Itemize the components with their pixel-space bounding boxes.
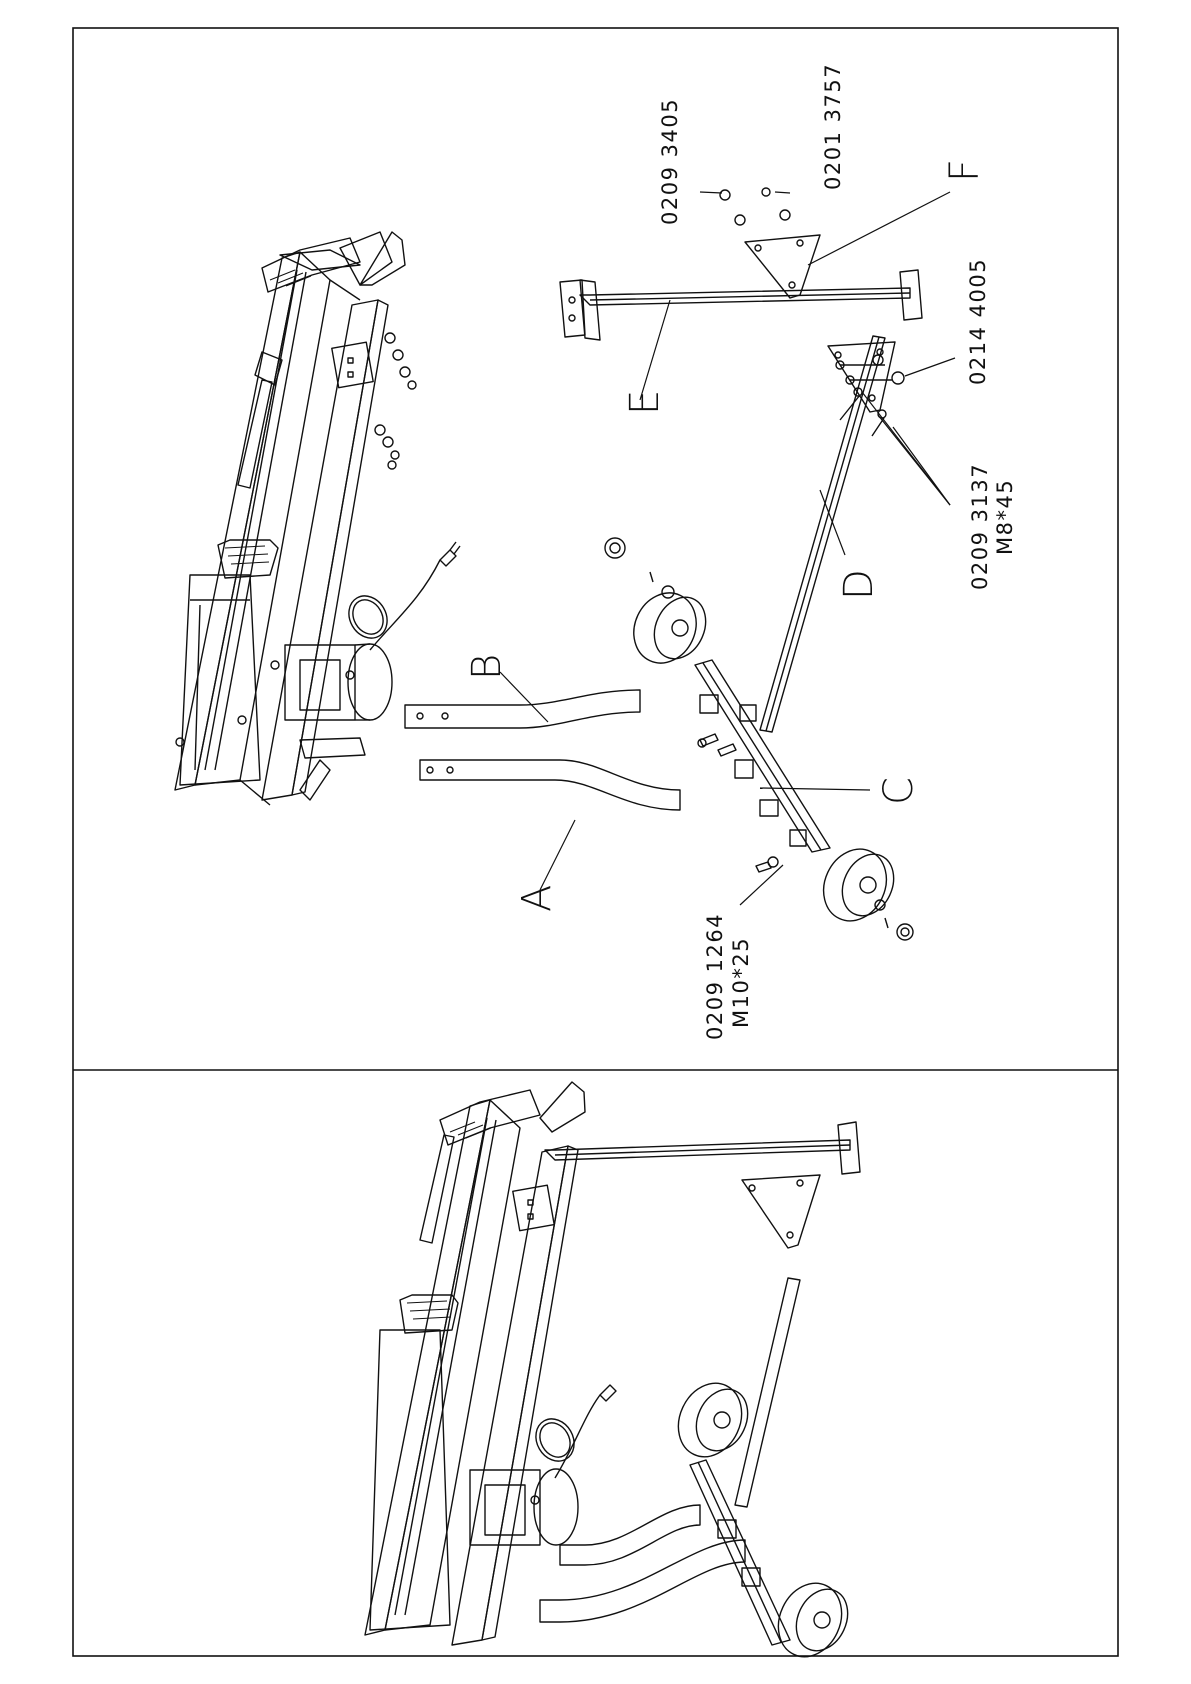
exploded-view bbox=[175, 188, 955, 940]
code-m8x45: M8*45 bbox=[993, 479, 1017, 555]
part-labels: A B C D E F bbox=[464, 159, 988, 912]
part-codes: 0209 3405 0201 3757 0214 4005 0209 3137 … bbox=[658, 63, 1017, 1040]
part-label-a: A bbox=[514, 885, 560, 912]
part-label-b: B bbox=[464, 654, 510, 680]
rail-d bbox=[760, 336, 885, 732]
part-label-e: E bbox=[622, 390, 668, 415]
part-label-d: D bbox=[836, 569, 882, 600]
outer-frame bbox=[73, 28, 1118, 1656]
code-m10x25: M10*25 bbox=[729, 937, 753, 1028]
wheel-lower bbox=[812, 839, 903, 931]
fastener-set-f bbox=[720, 188, 904, 436]
code-0201-3757: 0201 3757 bbox=[821, 63, 845, 190]
fastener-set-top bbox=[375, 333, 416, 469]
power-cord bbox=[341, 542, 460, 650]
plate-f bbox=[745, 235, 820, 298]
code-0209-3137: 0209 3137 bbox=[968, 463, 992, 590]
leg-a bbox=[420, 760, 680, 810]
post-e bbox=[560, 270, 922, 340]
code-0214-4005: 0214 4005 bbox=[966, 258, 990, 385]
axle-c bbox=[695, 660, 830, 852]
part-label-c: C bbox=[876, 777, 922, 805]
wheel-upper bbox=[623, 583, 716, 674]
code-0209-1264: 0209 1264 bbox=[703, 913, 727, 1040]
part-label-f: F bbox=[942, 159, 988, 182]
code-0209-3405: 0209 3405 bbox=[658, 98, 682, 225]
assembled-view bbox=[365, 1082, 860, 1667]
splitter-body bbox=[175, 232, 405, 805]
